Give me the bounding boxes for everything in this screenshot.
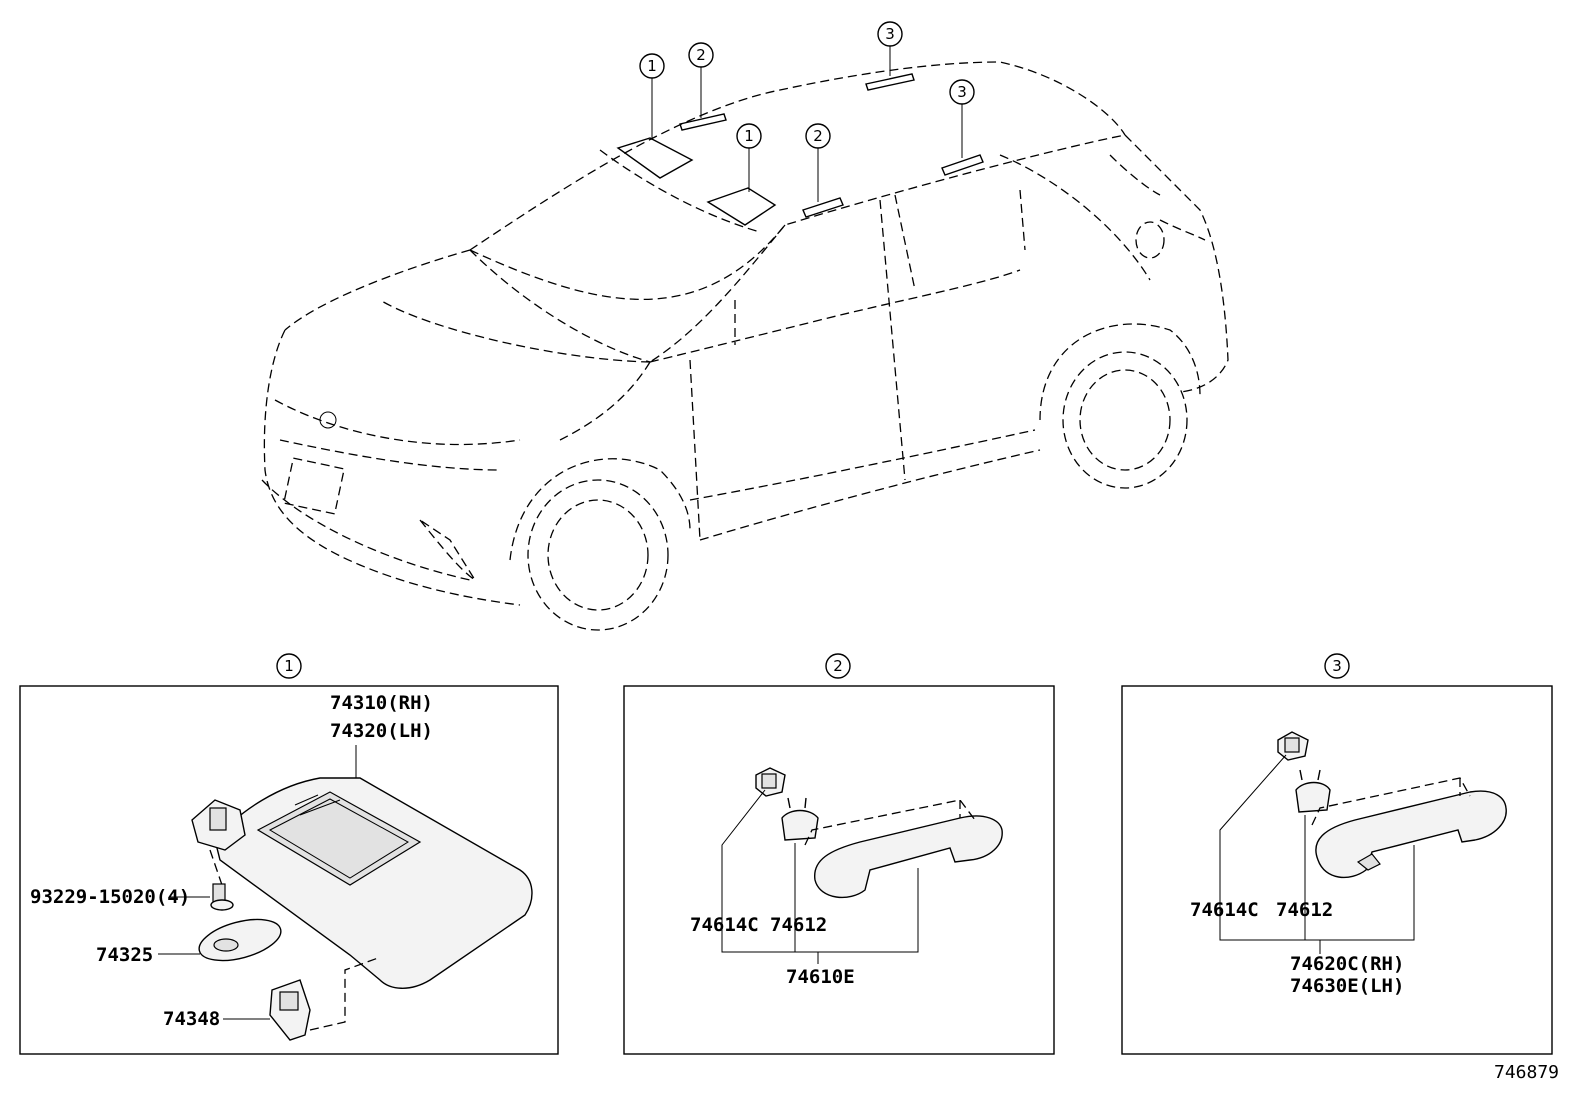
panel-1-number: 1 <box>284 657 294 675</box>
cover-74614c-b <box>1277 731 1309 761</box>
label-74630e: 74630E(LH) <box>1290 975 1404 997</box>
svg-text:1: 1 <box>744 127 754 145</box>
clip-74612-a <box>781 797 819 841</box>
svg-text:3: 3 <box>957 83 967 101</box>
panel-3-assist-grip: 3 74614C 74612 74620C(RH) 74630E(LH) <box>1121 653 1553 1055</box>
callout-visor-front: 1 <box>639 53 665 140</box>
panel-3-number: 3 <box>1332 657 1342 675</box>
screw-93229 <box>210 883 234 911</box>
svg-text:2: 2 <box>813 127 823 145</box>
panel-2-assist-grip: 2 74614C 74612 74610E <box>623 653 1055 1055</box>
callout-grip-rear-top: 3 <box>877 21 903 76</box>
label-74620c: 74620C(RH) <box>1290 953 1404 975</box>
cover-74325 <box>198 918 282 962</box>
panel-1-sun-visor: 1 74310(RH) 74320(LH) 93229-15020(4) 743… <box>19 653 559 1055</box>
clip-74612-b <box>1295 769 1331 813</box>
callout-grip-front: 2 <box>688 42 714 118</box>
label-74325: 74325 <box>96 944 153 966</box>
grip-74610e <box>804 799 1003 899</box>
holder-74348 <box>269 957 379 1041</box>
grip-74620c <box>1311 777 1507 879</box>
figure-id: 746879 <box>1494 1062 1559 1083</box>
callout-grip-side: 2 <box>805 123 831 202</box>
label-74612-a: 74612 <box>770 914 827 936</box>
svg-text:3: 3 <box>885 25 895 43</box>
car-callouts: 1 2 1 2 3 3 <box>639 21 975 202</box>
label-74310: 74310(RH) <box>330 692 433 714</box>
cover-74614c-a <box>755 767 786 797</box>
label-74610e: 74610E <box>786 966 855 988</box>
vehicle-illustration <box>261 61 1229 631</box>
svg-text:2: 2 <box>696 46 706 64</box>
label-93229: 93229-15020(4) <box>30 886 190 908</box>
callout-visor-rear: 1 <box>736 123 762 192</box>
callout-grip-rear-side: 3 <box>949 79 975 158</box>
panel-2-number: 2 <box>833 657 843 675</box>
label-74320: 74320(LH) <box>330 720 433 742</box>
label-74614c-b: 74614C <box>1190 899 1259 921</box>
label-74612-b: 74612 <box>1276 899 1333 921</box>
svg-text:1: 1 <box>647 57 657 75</box>
label-74614c-a: 74614C <box>690 914 759 936</box>
label-74348: 74348 <box>163 1008 220 1030</box>
